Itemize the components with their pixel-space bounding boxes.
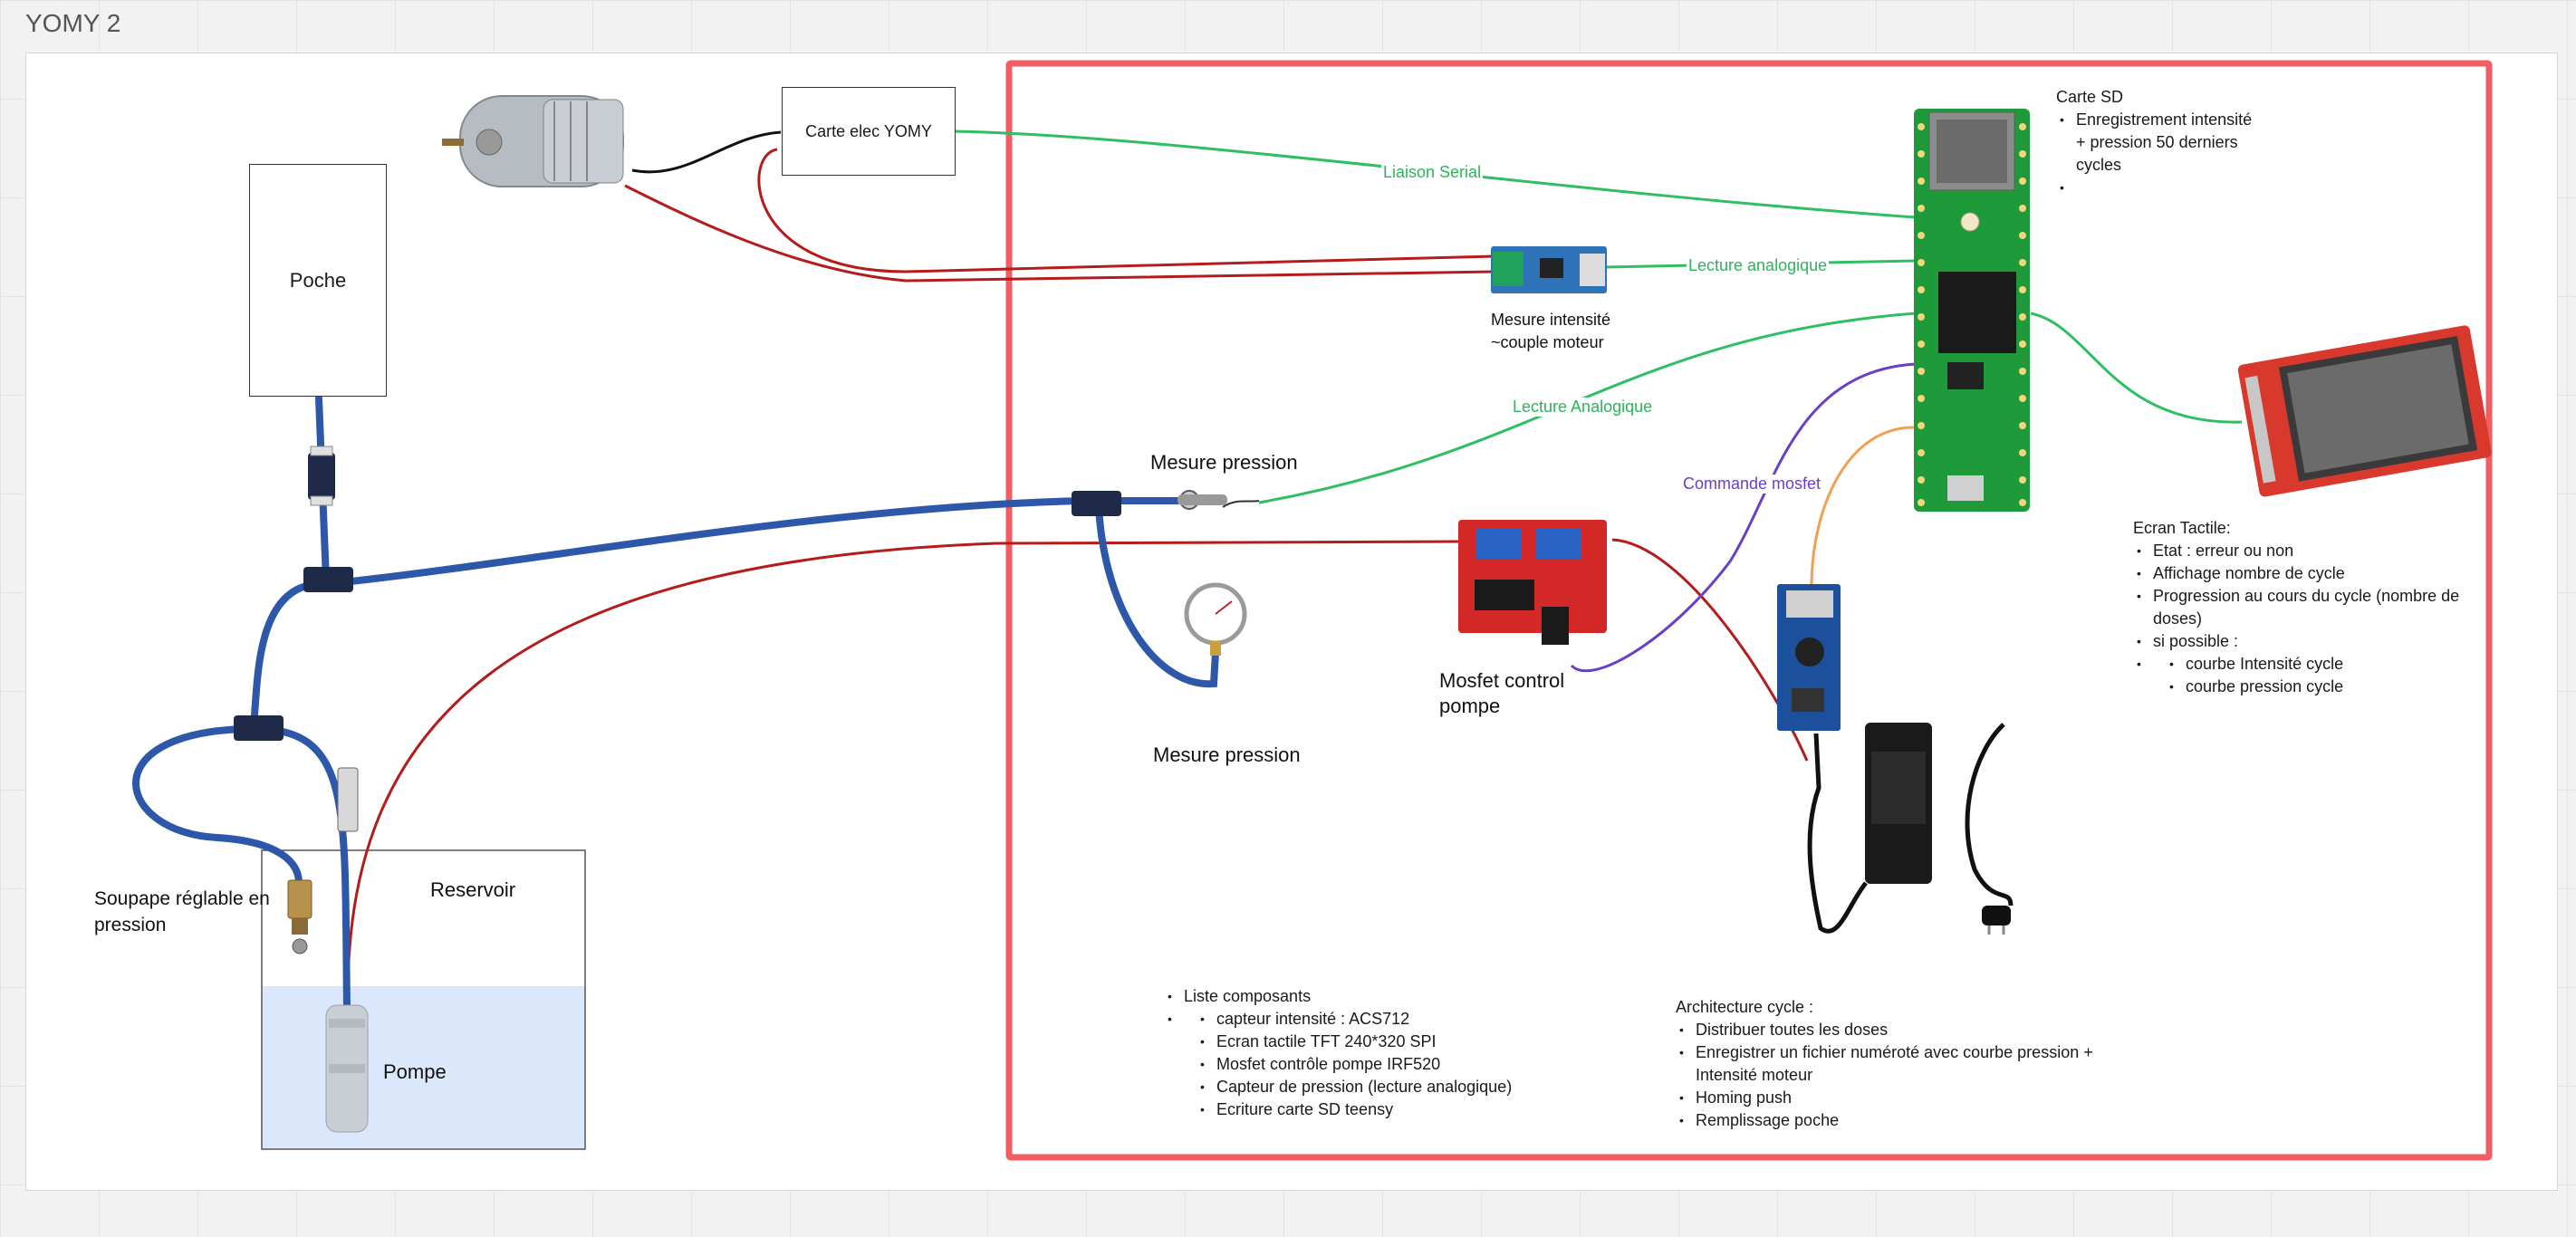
- ecran-item: si possible :: [2137, 630, 2477, 653]
- ecran-tactile-notes: Ecran Tactile: Etat : erreur ou non Affi…: [2133, 517, 2477, 698]
- tube-pump: [259, 725, 351, 1009]
- power-wires: [346, 148, 1809, 1006]
- composant-item: Mosfet contrôle pompe IRF520: [1200, 1053, 1581, 1076]
- acs712-image: [1491, 246, 1607, 293]
- lecture-analogique-pression-label: Lecture Analogique: [1511, 398, 1655, 417]
- black-wire-motor: [631, 130, 782, 174]
- composants-subitems: capteur intensité : ACS712 Ecran tactile…: [1168, 1008, 1581, 1121]
- reservoir-water: [262, 986, 585, 1149]
- mesure-intensite-label: Mesure intensité: [1491, 311, 1611, 329]
- power-supply-image: [1807, 723, 2014, 935]
- tee-fitting-3: [1072, 491, 1121, 516]
- ecran-item: Progression au cours du cycle (nombre de…: [2137, 585, 2477, 630]
- ecran-item: Affichage nombre de cycle: [2137, 562, 2477, 585]
- tft-screen-image: [2237, 325, 2492, 497]
- red-wire-pump: [346, 540, 1459, 1006]
- mosfet-label-1: Mosfet control: [1439, 669, 1565, 692]
- carte-sd-item: [2060, 177, 2264, 199]
- ecran-item: Etat : erreur ou non: [2137, 540, 2477, 562]
- tube-gauge: [1095, 503, 1219, 688]
- architecture-title: Architecture cycle :: [1676, 998, 1814, 1016]
- tube-fittings: [234, 446, 1121, 832]
- ecran-subitems: courbe Intensité cycle courbe pression c…: [2137, 653, 2477, 698]
- carte-elec-box: Carte elec YOMY: [782, 87, 956, 176]
- reservoir-label: Reservoir: [430, 878, 516, 901]
- purple-wire-mosfet: [1570, 362, 1917, 673]
- red-wire-carte: [757, 148, 1495, 273]
- tube-main: [322, 497, 1181, 588]
- relief-valve-icon: [287, 879, 312, 954]
- tube-down: [250, 580, 321, 728]
- carte-sd-item: Enregistrement intensité + pression 50 d…: [2060, 109, 2264, 177]
- ecran-subitem: courbe Intensité cycle: [2169, 653, 2477, 676]
- electronics-zone: [1005, 60, 2493, 1161]
- pompe-label: Pompe: [383, 1060, 447, 1083]
- carte-sd-notes: Carte SD Enregistrement intensité + pres…: [2056, 86, 2264, 199]
- pressure-gauge-image: [1184, 582, 1247, 656]
- liste-composants-title: Liste composants: [1168, 985, 1581, 1008]
- composant-item: Ecriture carte SD teensy: [1200, 1098, 1581, 1121]
- mosfet-image: [1458, 520, 1607, 645]
- soupape-label: Soupape réglable en pression: [94, 888, 270, 935]
- architecture-item: Remplissage poche: [1679, 1109, 2147, 1132]
- pump-image: [325, 1004, 369, 1133]
- carte-sd-title: Carte SD: [2056, 88, 2124, 106]
- couple-moteur-label: ~couple moteur: [1491, 333, 1604, 351]
- motor-image: [442, 95, 624, 187]
- mesure-pression-label: Mesure pression: [1150, 451, 1298, 474]
- composant-item: Ecran tactile TFT 240*320 SPI: [1200, 1031, 1581, 1053]
- reservoir-box: [261, 849, 586, 1150]
- buck-converter-image: [1777, 584, 1841, 731]
- composant-item: capteur intensité : ACS712: [1200, 1008, 1581, 1031]
- straight-fitting: [337, 767, 359, 832]
- architecture-item: Homing push: [1679, 1087, 2147, 1109]
- tube-loop: [132, 725, 303, 887]
- mosfet-label-2: pompe: [1439, 695, 1501, 717]
- orange-wire-buck: [1810, 426, 1917, 588]
- commande-mosfet-label: Commande mosfet: [1681, 475, 1823, 494]
- ecran-subitem: courbe pression cycle: [2169, 676, 2477, 698]
- pressure-sensor-icon: [1177, 490, 1260, 510]
- composant-item: Capteur de pression (lecture analogique): [1200, 1076, 1581, 1098]
- architecture-item: Distribuer toutes les doses: [1679, 1019, 2147, 1041]
- liaison-serial-label: Liaison Serial: [1381, 163, 1484, 182]
- architecture-cycle: Architecture cycle : Distribuer toutes l…: [1676, 996, 2147, 1132]
- green-wire-screen: [2030, 312, 2243, 424]
- green-wire-pressure: [1258, 312, 1917, 504]
- liste-composants: Liste composants capteur intensité : ACS…: [1164, 985, 1581, 1121]
- tee-fitting-1: [303, 567, 353, 592]
- green-wire-serial: [953, 129, 1917, 219]
- teensy-image: [1914, 109, 2030, 512]
- valve-fitting: [308, 453, 335, 500]
- tee-fitting-2: [234, 715, 284, 741]
- architecture-item: Enregistrer un fichier numéroté avec cou…: [1679, 1041, 2147, 1087]
- ecran-tactile-title: Ecran Tactile:: [2133, 519, 2231, 537]
- poche-box: Poche: [249, 164, 387, 397]
- mesure-pression-gauge-label: Mesure pression: [1153, 743, 1301, 766]
- red-wire-motor: [624, 184, 1495, 283]
- lecture-analogique-label: Lecture analogique: [1687, 256, 1830, 275]
- board-title: YOMY 2: [25, 9, 121, 37]
